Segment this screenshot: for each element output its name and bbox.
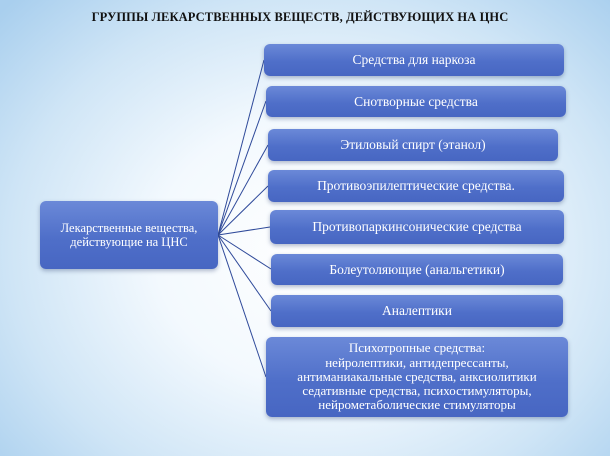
child-node-psychotropics: Психотропные средства: нейролептики, ант…	[266, 337, 568, 417]
connector-line-1	[217, 59, 265, 236]
child-node-analgesics: Болеутоляющие (анальгетики)	[271, 254, 563, 285]
connector-line-4	[217, 185, 269, 236]
connector-line-6	[217, 234, 272, 270]
connector-line-8	[217, 234, 267, 378]
connector-line-5	[217, 226, 271, 236]
diagram-title: ГРУППЫ ЛЕКАРСТВЕННЫХ ВЕЩЕСТВ, ДЕЙСТВУЮЩИ…	[91, 10, 509, 24]
child-node-ethanol: Этиловый спирт (этанол)	[268, 129, 558, 161]
connector-line-2	[217, 100, 267, 236]
child-node-hypnotics: Снотворные средства	[266, 86, 566, 117]
child-node-antiparkinsonian: Противопаркинсонические средства	[270, 210, 564, 244]
child-node-anesthesia: Средства для наркоза	[264, 44, 564, 76]
child-node-antiepileptics: Противоэпилептические средства.	[268, 170, 564, 202]
child-node-analeptics: Аналептики	[271, 295, 563, 327]
root-node: Лекарственные вещества, действующие на Ц…	[40, 201, 218, 269]
connector-line-7	[217, 234, 272, 312]
connector-line-3	[217, 144, 269, 236]
